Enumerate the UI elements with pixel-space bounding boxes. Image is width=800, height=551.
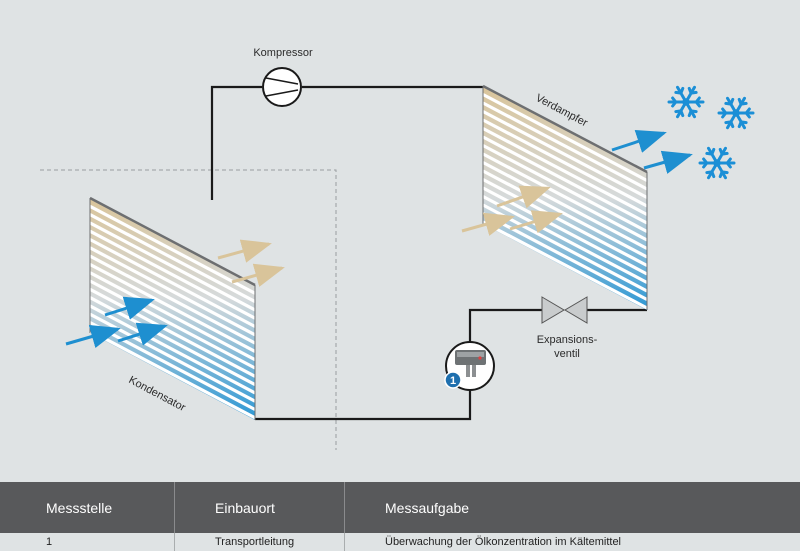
expansion-valve-label-line2: ventil bbox=[554, 348, 580, 360]
measurement-table: Messstelle Einbauort Messaufgabe 1 Trans… bbox=[0, 482, 800, 551]
compressor-icon bbox=[262, 67, 302, 107]
cell-messstelle: 1 bbox=[46, 536, 53, 548]
snowflake-icon bbox=[667, 85, 705, 119]
coil-fin bbox=[90, 204, 255, 295]
compressor-label: Kompressor bbox=[253, 47, 313, 59]
expansion-valve-icon bbox=[541, 296, 588, 324]
coil-fin bbox=[90, 287, 255, 378]
coil-fin bbox=[483, 152, 647, 242]
coil-fin bbox=[90, 304, 255, 395]
expansion-valve-label-line1: Expansions- bbox=[537, 334, 598, 346]
coil-fin bbox=[90, 229, 255, 320]
coil-fin bbox=[90, 246, 255, 337]
coil-fin bbox=[90, 238, 255, 328]
cell-messaufgabe: Überwachung der Ölkonzentration im Kälte… bbox=[344, 533, 800, 551]
table-row: 1 Transportleitung Überwachung der Ölkon… bbox=[0, 533, 800, 551]
coil-fin bbox=[90, 262, 255, 353]
sensor-badge-number: 1 bbox=[450, 375, 456, 387]
snowflakes bbox=[667, 85, 755, 180]
sensor-device-icon bbox=[444, 341, 495, 391]
coil-fin bbox=[90, 254, 255, 345]
cold-air-arrows bbox=[65, 129, 693, 349]
dashed-boundary bbox=[40, 169, 337, 450]
coil-fin bbox=[483, 144, 647, 233]
coil-fin bbox=[483, 118, 647, 208]
warm-air-arrows bbox=[217, 185, 563, 287]
table-header: Messstelle Einbauort Messaufgabe bbox=[0, 482, 800, 533]
header-messaufgabe: Messaufgabe bbox=[344, 482, 800, 533]
coil-fin bbox=[483, 101, 647, 191]
cell-einbauort: Transportleitung bbox=[174, 533, 344, 551]
coil-fin bbox=[483, 178, 647, 267]
coil-fin bbox=[90, 221, 255, 312]
coil-fin bbox=[483, 220, 647, 310]
snowflake-icon bbox=[717, 96, 755, 130]
condenser-label: Kondensator bbox=[127, 374, 188, 414]
coil-fin bbox=[483, 93, 647, 182]
pipe-circuit bbox=[210, 85, 647, 421]
coil-fin bbox=[483, 135, 647, 225]
coil-fin bbox=[90, 271, 255, 362]
evaporator-coil bbox=[482, 84, 648, 310]
coil-fin bbox=[483, 161, 647, 250]
coil-fin bbox=[483, 169, 647, 259]
coil-fin bbox=[90, 213, 255, 304]
header-einbauort: Einbauort bbox=[174, 482, 344, 533]
coil-fin bbox=[90, 279, 255, 370]
header-messstelle: Messstelle bbox=[46, 499, 113, 516]
coil-fin bbox=[483, 195, 647, 284]
refrigeration-cycle-diagram: 1 Kompressor Verdampfer Kondensator Expa… bbox=[40, 47, 755, 450]
coil-fin bbox=[483, 110, 647, 199]
coil-fin bbox=[483, 127, 647, 216]
snowflake-icon bbox=[698, 146, 736, 180]
condenser-coil bbox=[89, 196, 256, 420]
